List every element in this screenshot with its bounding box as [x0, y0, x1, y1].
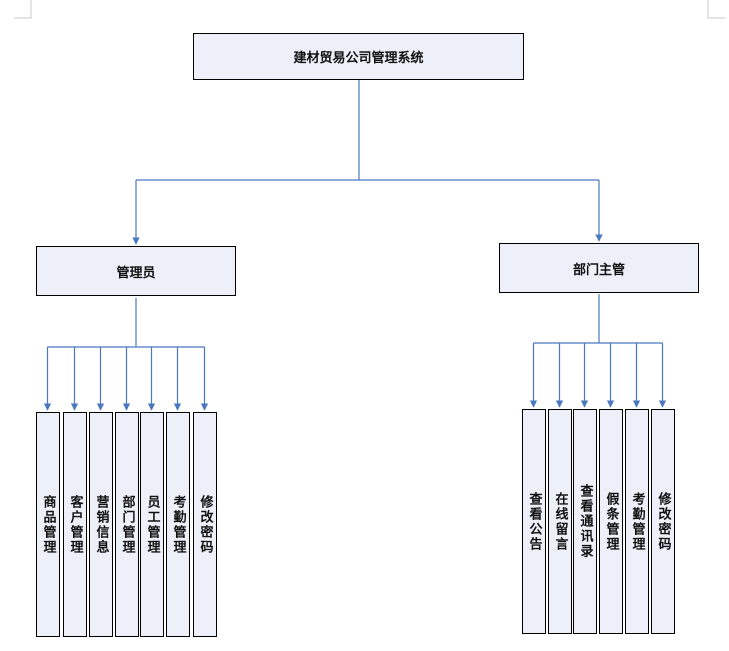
- page-corner-mark-right: [707, 0, 725, 19]
- leaf-node-admin-7: 修改密码: [193, 412, 217, 637]
- leaf-node-admin-5: 员工管理: [140, 412, 164, 637]
- leaf-node-dept-manager-2: 在线留言: [548, 409, 572, 634]
- leaf-label: 修改密码: [655, 491, 671, 552]
- leaf-label: 在线留言: [552, 491, 568, 552]
- branch-label-dept-manager: 部门主管: [572, 262, 625, 278]
- leaf-label: 考勤管理: [629, 491, 645, 552]
- leaf-node-dept-manager-4: 假条管理: [599, 409, 623, 634]
- leaf-label: 考勤管理: [170, 494, 186, 555]
- leaf-node-admin-6: 考勤管理: [166, 412, 190, 637]
- leaf-label: 部门管理: [119, 494, 135, 555]
- leaf-node-admin-3: 营销信息: [89, 412, 113, 637]
- leaf-node-admin-2: 客户管理: [63, 412, 87, 637]
- leaf-label: 员工管理: [144, 494, 160, 555]
- leaf-label: 修改密码: [197, 494, 213, 555]
- leaf-label: 客户管理: [67, 494, 83, 555]
- leaf-label: 商品管理: [40, 494, 56, 555]
- leaf-label: 查看公告: [526, 491, 542, 552]
- leaf-label: 营销信息: [93, 494, 109, 555]
- root-node: 建材贸易公司管理系统: [193, 33, 524, 80]
- branch-node-admin: 管理员: [36, 246, 236, 296]
- leaf-node-dept-manager-5: 考勤管理: [625, 409, 649, 634]
- leaf-label: 查看通讯录: [577, 484, 593, 559]
- leaf-node-admin-1: 商品管理: [36, 412, 60, 637]
- branch-label-admin: 管理员: [116, 265, 156, 281]
- page-corner-mark-left: [14, 0, 32, 19]
- leaf-label: 假条管理: [603, 491, 619, 552]
- leaf-node-dept-manager-1: 查看公告: [522, 409, 546, 634]
- leaf-node-dept-manager-3: 查看通讯录: [573, 409, 597, 634]
- leaf-node-dept-manager-6: 修改密码: [651, 409, 675, 634]
- root-label: 建材贸易公司管理系统: [293, 51, 424, 66]
- branch-node-dept-manager: 部门主管: [499, 243, 699, 293]
- leaf-node-admin-4: 部门管理: [115, 412, 139, 637]
